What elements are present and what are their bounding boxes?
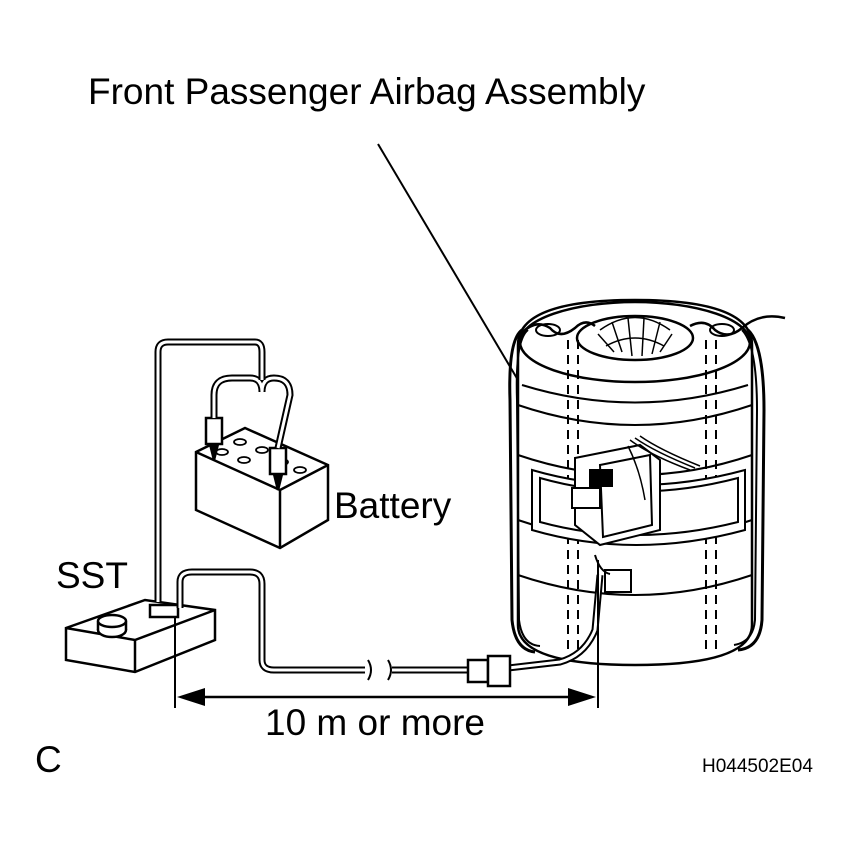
sst-label: SST: [56, 555, 128, 596]
inline-connector: [466, 654, 512, 688]
battery-label: Battery: [334, 485, 452, 526]
cables: [154, 338, 604, 681]
corner-label: C: [35, 739, 62, 780]
distance-dimension: [174, 560, 599, 708]
battery: [194, 416, 330, 550]
sst-unit: [64, 598, 217, 674]
distance-label: 10 m or more: [265, 702, 485, 743]
airbag-label: Front Passenger Airbag Assembly: [88, 71, 646, 112]
airbag-assembly: [531, 435, 746, 593]
figure-code: H044502E04: [702, 756, 813, 777]
